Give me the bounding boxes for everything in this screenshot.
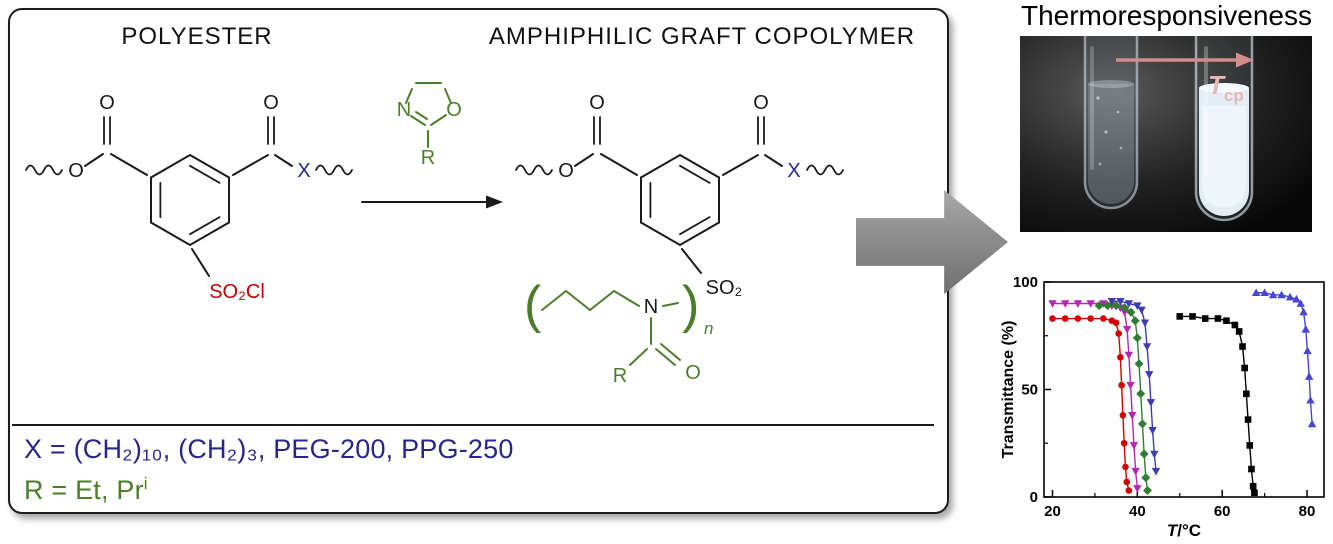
- x-tick-label: 80: [1299, 503, 1316, 520]
- carbonyl-oxygen-label: O: [589, 92, 605, 114]
- y-tick-label: 100: [1013, 274, 1038, 291]
- polyester-title: POLYESTER: [121, 23, 272, 50]
- repeat-unit-close-paren: ): [682, 276, 699, 334]
- polyoxazoline-graft: ( N ) n R O: [524, 276, 713, 387]
- ester-oxygen-label: O: [68, 160, 84, 182]
- tcp-subscript: cp: [1224, 86, 1244, 105]
- benzene-ring: [640, 153, 720, 247]
- ring-nitrogen-label: N: [397, 99, 411, 121]
- tcp-symbol: T: [1208, 70, 1226, 100]
- photo-background: [1020, 36, 1312, 232]
- oxazoline-reagent: N O R: [397, 82, 462, 169]
- polymer-squiggle-bond: [515, 164, 553, 176]
- reaction-scheme-drawing: POLYESTER AMPHIPHILIC GRAFT COPOLYMER O …: [25, 23, 915, 387]
- x-linker-label: X: [297, 160, 310, 182]
- thermoresponsiveness-title: Thermoresponsiveness: [1020, 0, 1313, 31]
- polymer-squiggle-bond: [25, 164, 63, 176]
- tcp-arrowhead: [1236, 52, 1254, 68]
- benzene-ring: [150, 153, 230, 247]
- reaction-arrowhead: [486, 195, 503, 209]
- r-definition: R = Et, Pri: [24, 474, 148, 506]
- reaction-scheme-panel: POLYESTER AMPHIPHILIC GRAFT COPOLYMER O …: [8, 8, 949, 514]
- copolymer-title: AMPHIPHILIC GRAFT COPOLYMER: [489, 23, 915, 50]
- tcp-label: Tcp: [1208, 70, 1244, 105]
- plot-frame: [1043, 281, 1325, 498]
- y-tick-label: 0: [1030, 489, 1038, 506]
- graft-copolymer-structure: O O O X SO₂: [515, 92, 844, 299]
- polyester-structure: O O O X SO₂Cl: [25, 92, 353, 303]
- series-line-cloud-point-41C: [1099, 304, 1149, 491]
- r-definition-base: R = Et, Pr: [24, 475, 144, 505]
- cloudy-solution-tube: [1194, 36, 1254, 222]
- sulfonyl-label: SO₂: [706, 277, 743, 299]
- test-tube-photo: Tcp: [1020, 36, 1312, 232]
- sulfonyl-chloride-label: SO₂Cl: [209, 281, 265, 303]
- x-tick-label: 60: [1214, 503, 1231, 520]
- definitions-divider: [12, 424, 934, 426]
- series-line-cloud-point-66C: [1179, 315, 1256, 493]
- clear-solution-tube: [1083, 36, 1139, 210]
- x-tick-label: 40: [1129, 503, 1146, 520]
- ring-oxygen-label: O: [446, 99, 462, 121]
- backbone-nitrogen-label: N: [644, 296, 658, 318]
- ester-oxygen-label: O: [558, 160, 574, 182]
- r-definition-superscript: i: [143, 474, 148, 493]
- tcp-arrow: [1116, 52, 1254, 68]
- carbonyl-oxygen-label: O: [753, 92, 769, 114]
- test-tube-photo-drawing: Tcp: [1020, 36, 1312, 232]
- x-tick-label: 20: [1044, 503, 1061, 520]
- repeat-unit-open-paren: (: [524, 276, 542, 334]
- series-line-cloud-point-36C: [1052, 317, 1130, 491]
- reaction-arrow: [361, 195, 503, 209]
- carbonyl-oxygen-label: O: [263, 92, 279, 114]
- y-tick-label: 50: [1021, 382, 1038, 399]
- x-linker-label: X: [787, 160, 800, 182]
- r-substituent-label: R: [421, 147, 435, 169]
- y-axis-label: Transmittance (%): [1000, 321, 1017, 459]
- r-substituent-label: R: [613, 365, 627, 387]
- polymer-squiggle-bond: [315, 164, 353, 176]
- repeat-unit-subscript: n: [704, 319, 713, 338]
- polymer-squiggle-bond: [806, 164, 844, 176]
- carbonyl-oxygen-label: O: [99, 92, 115, 114]
- amide-oxygen-label: O: [685, 362, 701, 384]
- x-axis-label: T/°C: [1167, 521, 1201, 540]
- x-definition: X = (CH₂)₁₀, (CH₂)₃, PEG-200, PPG-250: [24, 434, 514, 464]
